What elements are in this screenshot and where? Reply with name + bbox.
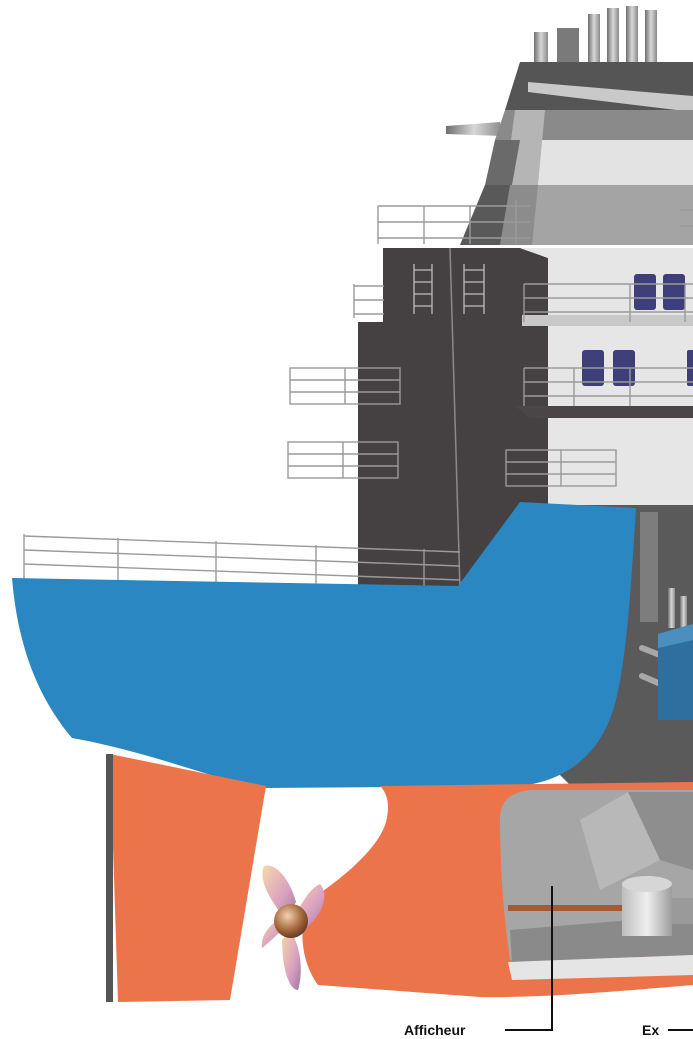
mast-structure — [446, 62, 693, 245]
window — [663, 274, 685, 310]
rudder-edge — [106, 754, 113, 1002]
hull-blue — [12, 502, 636, 788]
railing — [354, 284, 384, 318]
underwater-hull — [110, 754, 266, 1002]
window — [634, 274, 656, 310]
label-ex: Ex — [642, 1022, 659, 1038]
propeller-hub — [274, 904, 308, 938]
label-display: Afficheur — [404, 1022, 466, 1038]
